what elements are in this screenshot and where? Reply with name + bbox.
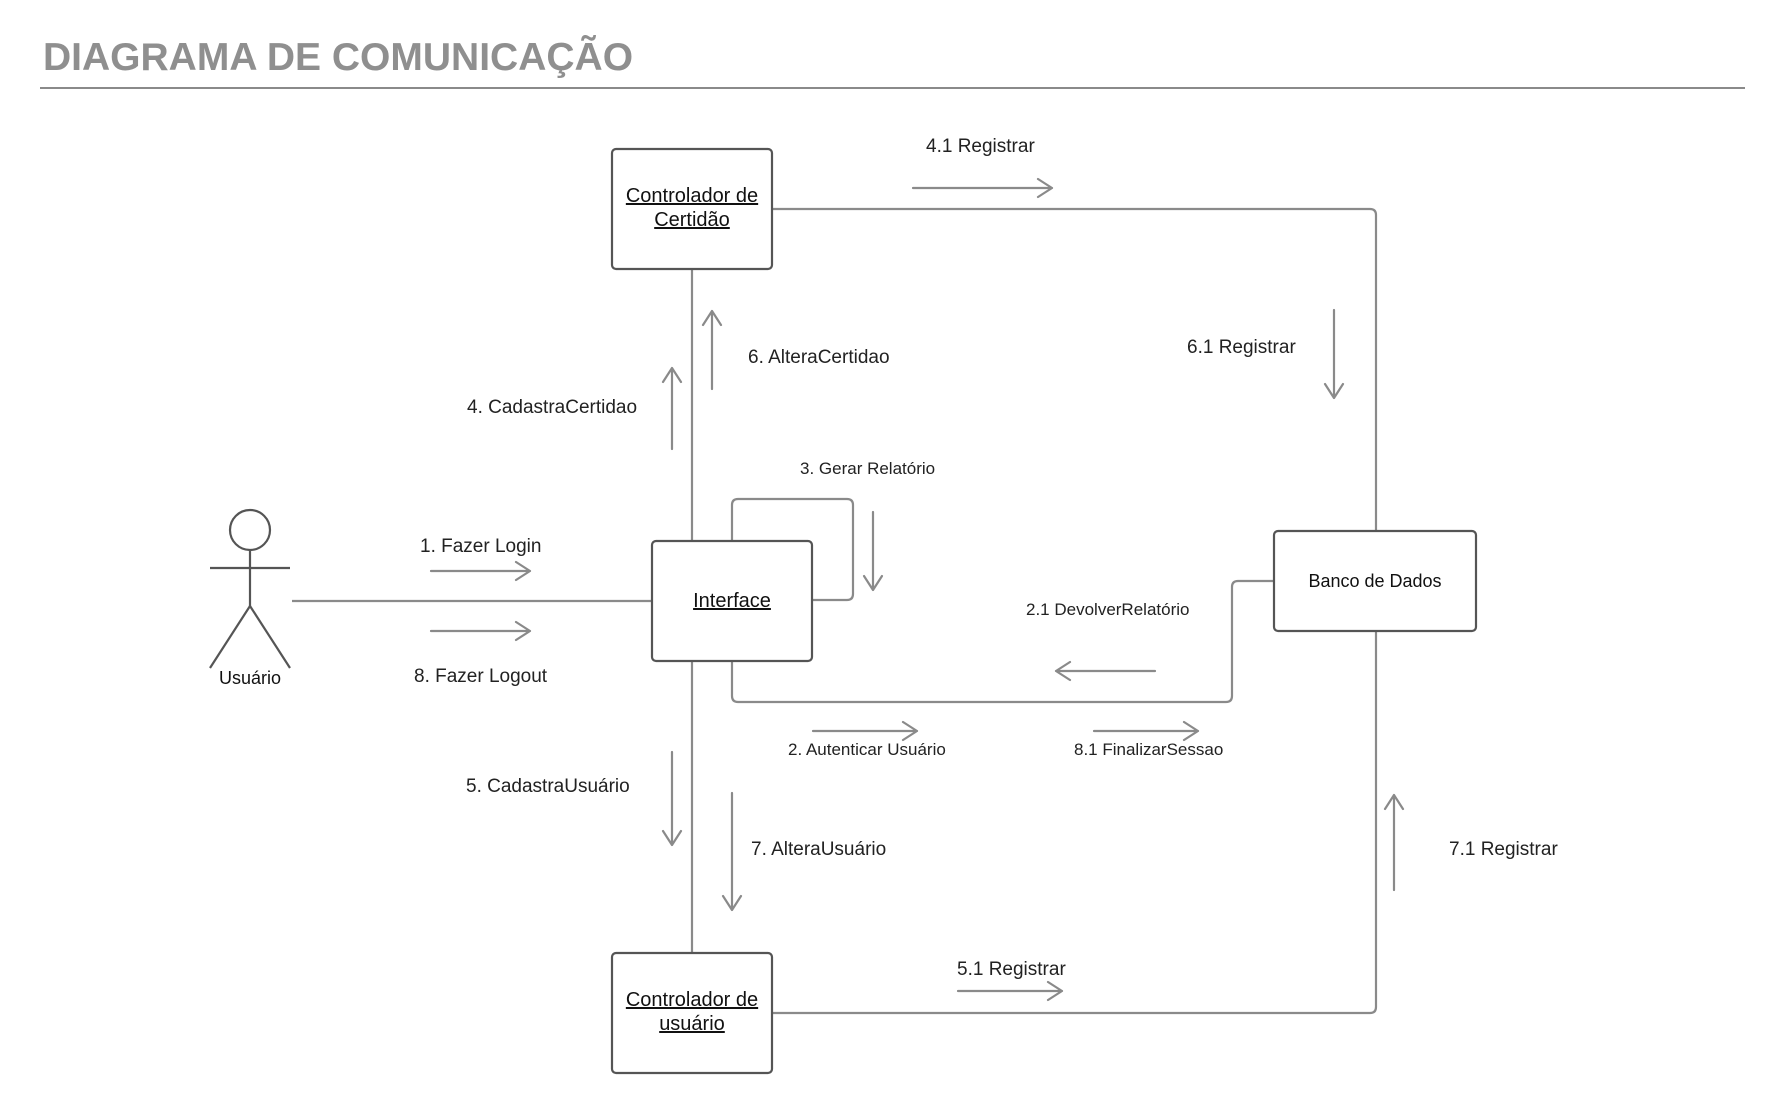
arrow-m8-1 [1092, 720, 1200, 742]
actor-head [228, 508, 272, 552]
label-m6-1: 6.1 Registrar [1187, 337, 1296, 358]
message-arrows [429, 177, 1405, 1002]
message-labels: 1. Fazer Login 8. Fazer Logout 4. Cadast… [414, 136, 1558, 980]
label-m1: 1. Fazer Login [420, 536, 541, 557]
label-m8-1: 8.1 FinalizarSessao [1074, 740, 1223, 759]
label-m2-1: 2.1 DevolverRelatório [1026, 600, 1189, 619]
label-m7-1: 7.1 Registrar [1449, 839, 1558, 860]
label-m5-1: 5.1 Registrar [957, 959, 1066, 980]
actor-label: Usuário [219, 668, 281, 688]
arrow-m8 [429, 620, 532, 642]
arrow-m2-1 [1054, 660, 1157, 682]
arrow-m6-1 [1323, 308, 1345, 400]
arrow-m6 [701, 309, 723, 391]
arrow-m7-1 [1383, 793, 1405, 892]
object-interface: Interface [650, 539, 814, 663]
controlador-certidao-label-line1: Controlador de [626, 185, 758, 207]
arrow-m4-1 [911, 177, 1054, 199]
interface-label: Interface [693, 590, 771, 612]
link-interface-banco [730, 579, 1274, 704]
label-m7: 7. AlteraUsuário [751, 839, 886, 860]
link-usuario-banco [772, 631, 1378, 1015]
controlador-certidao-label-line2: Certidão [654, 209, 730, 231]
banco-label: Banco de Dados [1308, 571, 1441, 591]
label-m5: 5. CadastraUsuário [466, 776, 630, 797]
label-m4-1: 4.1 Registrar [926, 136, 1035, 157]
arrow-m4 [661, 366, 683, 451]
controlador-usuario-label-line2: usuário [659, 1013, 725, 1035]
arrow-m3 [862, 510, 884, 592]
actor-usuario: Usuário [209, 508, 291, 688]
object-controlador-usuario: Controlador de usuário [610, 951, 774, 1075]
label-m6: 6. AlteraCertidao [748, 347, 890, 368]
object-banco-de-dados: Banco de Dados [1272, 529, 1478, 633]
arrow-m5 [661, 750, 683, 847]
arrow-m7 [721, 791, 743, 912]
object-controlador-certidao: Controlador de Certidão [610, 147, 774, 271]
diagram-title: DIAGRAMA DE COMUNICAÇÃO [43, 35, 633, 79]
arrow-m2 [811, 720, 919, 742]
label-m4: 4. CadastraCertidao [467, 397, 637, 418]
connection-links [292, 207, 1378, 1015]
link-certidao-banco [772, 207, 1378, 530]
self-link-interface [730, 497, 855, 602]
arrow-m1 [429, 560, 532, 582]
arrow-m5-1 [956, 980, 1064, 1002]
label-m8: 8. Fazer Logout [414, 666, 548, 687]
label-m3: 3. Gerar Relatório [800, 459, 935, 478]
controlador-usuario-label-line1: Controlador de [626, 989, 758, 1011]
label-m2: 2. Autenticar Usuário [788, 740, 946, 759]
